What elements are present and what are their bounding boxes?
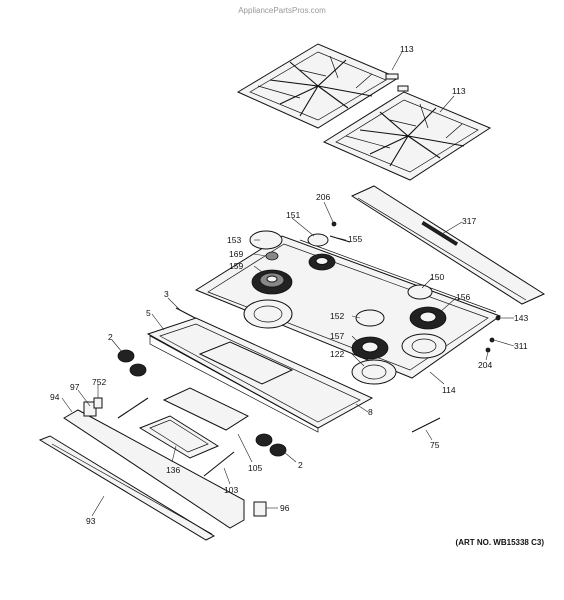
- callout-labels: 113 113 206 317 151 155 153 169 159 150 …: [50, 44, 528, 526]
- callout-206: 206: [316, 192, 330, 202]
- knobs-right[interactable]: [255, 433, 287, 457]
- callout-94: 94: [50, 392, 60, 402]
- callout-114: 114: [442, 385, 456, 395]
- callout-155: 155: [348, 234, 362, 244]
- screw-206[interactable]: [331, 221, 337, 227]
- callout-136: 136: [166, 465, 180, 475]
- leader-lines: [61, 51, 515, 517]
- callout-93: 93: [86, 516, 96, 526]
- burner-right-front[interactable]: [401, 333, 447, 359]
- igniter-155[interactable]: [329, 235, 351, 243]
- grate-left[interactable]: [236, 43, 400, 129]
- callout-96: 96: [280, 503, 290, 513]
- clip-752[interactable]: [93, 397, 103, 409]
- callout-113-top: 113: [400, 44, 414, 54]
- grate-right[interactable]: [322, 91, 492, 181]
- bracket-left[interactable]: [117, 397, 149, 419]
- art-number: (ART NO. WB15338 C3): [456, 538, 545, 547]
- callout-8: 8: [368, 407, 373, 417]
- bracket-103[interactable]: [203, 451, 235, 477]
- knobs-left[interactable]: [117, 349, 147, 377]
- callout-2-right: 2: [298, 460, 303, 470]
- callout-122: 122: [330, 349, 344, 359]
- front-trim[interactable]: [38, 409, 245, 541]
- callout-153: 153: [227, 235, 241, 245]
- callout-5: 5: [146, 308, 151, 318]
- callout-97: 97: [70, 382, 80, 392]
- control-panel[interactable]: [146, 317, 374, 433]
- callout-157: 157: [330, 331, 344, 341]
- grate-foot: [385, 73, 399, 80]
- screw-143[interactable]: [495, 315, 501, 321]
- callout-152: 152: [330, 311, 344, 321]
- callout-2-left: 2: [108, 332, 113, 342]
- screw-311[interactable]: [489, 337, 495, 343]
- grate-foot: [397, 85, 409, 92]
- callout-151: 151: [286, 210, 300, 220]
- callout-311: 311: [514, 341, 528, 351]
- watermark: AppliancePartsPros.com: [238, 6, 326, 15]
- callout-143: 143: [514, 313, 528, 323]
- screw-204[interactable]: [485, 347, 491, 353]
- callout-159: 159: [229, 261, 243, 271]
- callout-105: 105: [248, 463, 262, 473]
- control-board[interactable]: [138, 387, 250, 459]
- callout-150: 150: [430, 272, 444, 282]
- burner-head-169[interactable]: [265, 251, 279, 261]
- burner-center-rear[interactable]: [308, 253, 336, 271]
- burner-left-rear[interactable]: [251, 269, 293, 295]
- clip-97[interactable]: [83, 401, 97, 417]
- callout-752: 752: [92, 377, 106, 387]
- callout-75: 75: [430, 440, 440, 450]
- callout-156: 156: [456, 292, 470, 302]
- burner-left-front[interactable]: [243, 299, 293, 329]
- clip-96[interactable]: [253, 501, 267, 517]
- burner-caps[interactable]: [249, 230, 433, 327]
- callout-3: 3: [164, 289, 169, 299]
- burner-right-rear[interactable]: [409, 306, 447, 330]
- wire-75[interactable]: [411, 417, 441, 433]
- callout-317: 317: [462, 216, 476, 226]
- burner-center-front[interactable]: [351, 336, 397, 385]
- callout-113-right: 113: [452, 86, 466, 96]
- callout-204: 204: [478, 360, 492, 370]
- callout-103: 103: [224, 485, 238, 495]
- callout-169: 169: [229, 249, 243, 259]
- rear-trim[interactable]: [350, 185, 546, 305]
